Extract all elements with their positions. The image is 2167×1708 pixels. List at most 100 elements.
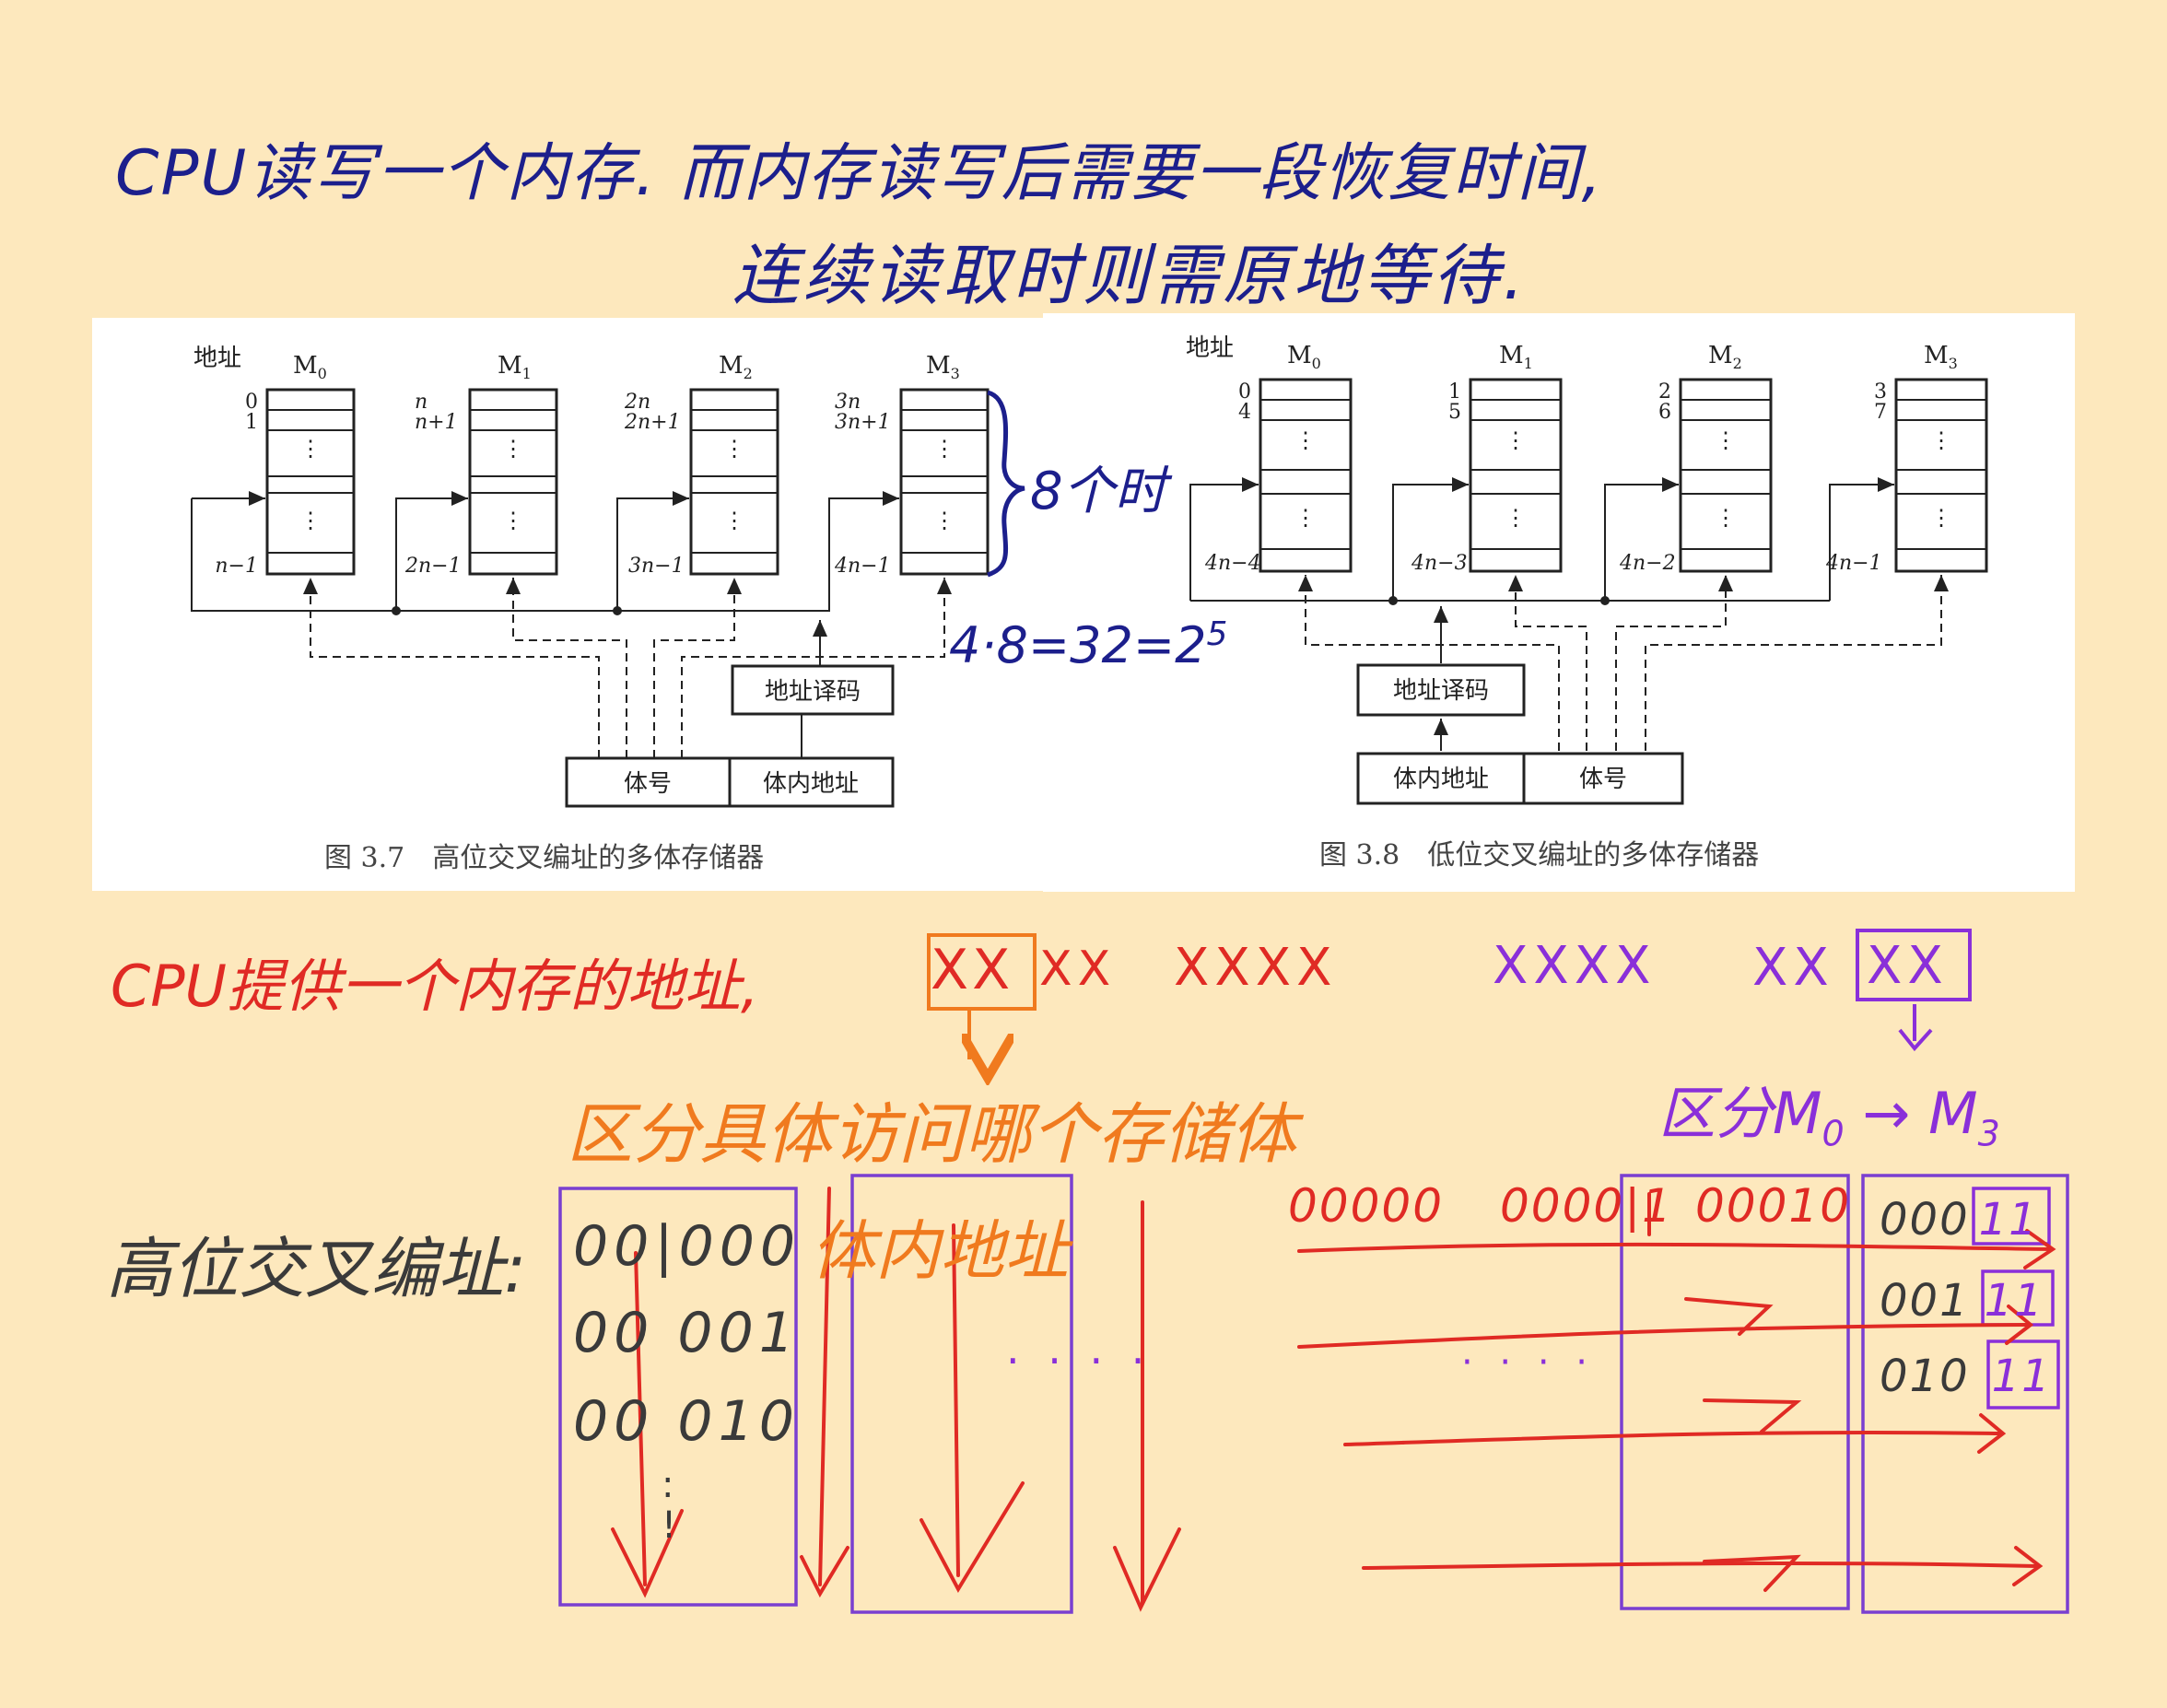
dots-middle: · · · · — [1006, 1336, 1153, 1386]
fig37-address-bus — [191, 491, 899, 758]
svg-text:⋮: ⋮ — [502, 436, 524, 462]
label-high-interleave: 高位交叉编址: — [106, 1230, 527, 1307]
svg-text:M1: M1 — [1499, 342, 1533, 372]
svg-text:6: 6 — [1658, 401, 1671, 424]
label-in-bank-address: 体内地址 — [811, 1213, 1069, 1289]
fig37-decoder: 地址译码 — [765, 678, 861, 706]
fig38-select-lines — [1298, 575, 1949, 751]
fig38-field-inbank: 体内地址 — [1393, 766, 1489, 793]
note-line-2: 连续读取时则需原地等待. — [732, 237, 1528, 314]
svg-text:⋮: ⋮ — [1715, 427, 1737, 453]
svg-text:⋮: ⋮ — [933, 508, 955, 533]
svg-text:3n+1: 3n+1 — [835, 411, 891, 434]
svg-text:M0: M0 — [1287, 342, 1321, 372]
annotation-eight-bits: 8个时 — [1030, 462, 1166, 521]
dots-right: · · · · — [1461, 1341, 1596, 1384]
seq-left-2: 00 010 — [573, 1389, 800, 1454]
note-distinguish-bank: 区分具体访问哪个存储体 — [567, 1095, 1297, 1173]
fig37-bank-m1: M1 ⋮ ⋮ n n+1 2n−1 — [404, 352, 558, 578]
svg-text:4n−1: 4n−1 — [1825, 552, 1882, 575]
fig38-field-bank: 体号 — [1579, 766, 1627, 793]
fig37-select-lines — [303, 578, 952, 758]
fig38-bank-m1: M1 ⋮ ⋮ 1 5 4n−3 — [1411, 342, 1563, 575]
fig37-bank-m3: M3 ⋮ ⋮ 3n 3n+1 4n−1 — [834, 352, 990, 578]
svg-text:2n+1: 2n+1 — [624, 411, 681, 434]
fig38-address-bus — [1189, 477, 1894, 751]
fig37-field-bank: 体号 — [624, 770, 672, 798]
svg-text:4: 4 — [1238, 401, 1251, 424]
svg-text:3: 3 — [1874, 380, 1887, 404]
svg-text:⋮: ⋮ — [723, 508, 745, 533]
svg-text:⋮: ⋮ — [1930, 427, 1952, 453]
svg-text:⋮: ⋮ — [1505, 427, 1527, 453]
seq-left-0: 00|000 — [573, 1214, 802, 1279]
bits-rest-red: XX — [1039, 942, 1117, 997]
figure-3-8-low-interleave: 地址 M0 ⋮ ⋮ 0 4 4n−4 M1 ⋮ ⋮ 1 5 — [1043, 313, 2075, 892]
svg-text:M3: M3 — [1924, 342, 1958, 372]
figure-3-7-high-interleave: 地址 M0 ⋮ ⋮ 0 1 n−1 M1 ⋮ ⋮ n n+ — [92, 318, 1043, 891]
fig38-bank-m3: M3 ⋮ ⋮ 3 7 4n−1 — [1825, 342, 1988, 575]
svg-text:2: 2 — [1658, 380, 1671, 404]
svg-text:0: 0 — [245, 391, 258, 414]
svg-text:1: 1 — [1448, 380, 1461, 404]
fig37-bank-m0: M0 ⋮ ⋮ 0 1 n−1 — [215, 352, 356, 578]
fig38-decoder: 地址译码 — [1393, 677, 1489, 705]
svg-text:0: 0 — [1238, 380, 1251, 404]
bits-prefix-purple: XX — [1752, 938, 1834, 998]
svg-text:4n−3: 4n−3 — [1411, 552, 1468, 575]
svg-text:M2: M2 — [719, 352, 753, 382]
svg-text:3n: 3n — [835, 391, 861, 414]
svg-text:⋮: ⋮ — [502, 508, 524, 533]
seq-right-top-1: 0000|1 — [1500, 1179, 1673, 1233]
svg-text:⋮: ⋮ — [299, 436, 322, 462]
fig38-addr-label: 地址 — [1186, 334, 1234, 362]
svg-text:⋮: ⋮ — [299, 508, 322, 533]
seq-right-top-0: 00000 — [1288, 1179, 1445, 1233]
svg-text:4n−4: 4n−4 — [1204, 552, 1261, 575]
svg-text:2n: 2n — [624, 391, 650, 414]
svg-text:⋮: ⋮ — [1294, 505, 1317, 531]
svg-text:1: 1 — [245, 411, 258, 434]
svg-text:n: n — [415, 391, 428, 414]
bits-highlighted-red: XX — [931, 938, 1014, 1002]
fig37-field-inbank: 体内地址 — [763, 770, 859, 798]
svg-text:⋮: ⋮ — [723, 436, 745, 462]
note-distinguish-m0-m3: 区分M0 → M3 — [1658, 1080, 2000, 1154]
svg-text:M1: M1 — [498, 352, 532, 382]
svg-text:⋮: ⋮ — [1294, 427, 1317, 453]
svg-text:M3: M3 — [926, 352, 960, 382]
svg-text:⋮: ⋮ — [933, 436, 955, 462]
fig38-bank-m0: M0 ⋮ ⋮ 0 4 4n−4 — [1204, 342, 1353, 575]
svg-text:⋮: ⋮ — [1930, 505, 1952, 531]
annotation-calculation: 4·8=32=25 — [949, 615, 1227, 674]
fig37-caption: 图 3.7 高位交叉编址的多体存储器 — [324, 842, 764, 874]
right-bank-box-2 — [1620, 1174, 1850, 1610]
svg-text:M0: M0 — [293, 352, 327, 382]
note-cpu-address: CPU提供一个内存的地址, — [111, 953, 759, 1020]
fig37-addr-label: 地址 — [193, 345, 241, 372]
seq-left-dots: :! — [662, 1464, 677, 1547]
svg-text:M2: M2 — [1708, 342, 1742, 372]
svg-text:⋮: ⋮ — [1715, 505, 1737, 531]
calc-base: 4·8=32=2 — [949, 616, 1207, 674]
svg-text:⋮: ⋮ — [1505, 505, 1527, 531]
fig38-caption: 图 3.8 低位交叉编址的多体存储器 — [1319, 839, 1759, 872]
svg-text:n+1: n+1 — [415, 411, 458, 434]
svg-text:3n−1: 3n−1 — [628, 555, 685, 578]
svg-text:7: 7 — [1874, 401, 1887, 424]
bits-second-group-red: XXXX — [1174, 938, 1338, 998]
svg-text:n−1: n−1 — [215, 555, 258, 578]
svg-text:2n−1: 2n−1 — [404, 555, 462, 578]
svg-text:5: 5 — [1448, 401, 1461, 424]
svg-text:4n−1: 4n−1 — [834, 555, 891, 578]
bits-highlighted-purple: XX — [1867, 936, 1949, 996]
svg-text:4n−2: 4n−2 — [1619, 552, 1676, 575]
seq-left-1: 00 001 — [573, 1301, 800, 1365]
bits-first-group-purple: XXXX — [1493, 936, 1657, 996]
purple-arrow — [1898, 1004, 1933, 1052]
fig38-bank-m2: M2 ⋮ ⋮ 2 6 4n−2 — [1619, 342, 1773, 575]
fig37-bank-m2: M2 ⋮ ⋮ 2n 2n+1 3n−1 — [624, 352, 779, 578]
